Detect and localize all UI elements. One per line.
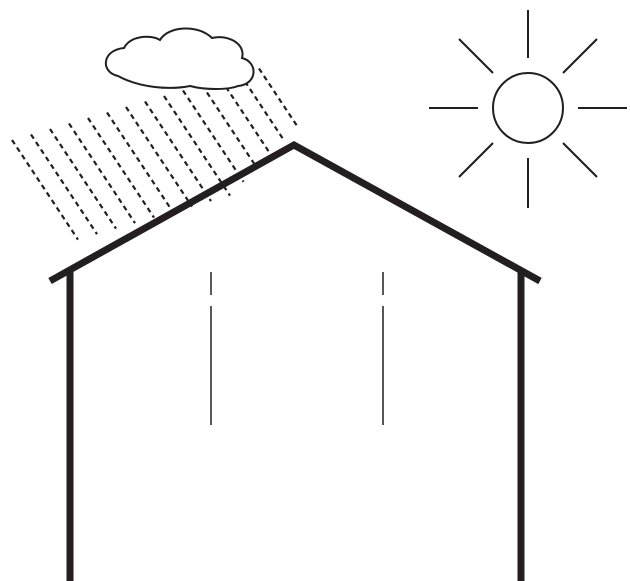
house-outline [50,145,540,581]
sun-icon [429,10,627,208]
rain-streak [221,80,271,155]
rain-streak [183,91,244,182]
rain-icon [12,69,298,240]
cloud-icon [106,28,254,89]
rain-streak [259,69,298,127]
rain-streak [202,85,257,168]
roof [50,145,540,281]
interior-lines [211,272,383,425]
